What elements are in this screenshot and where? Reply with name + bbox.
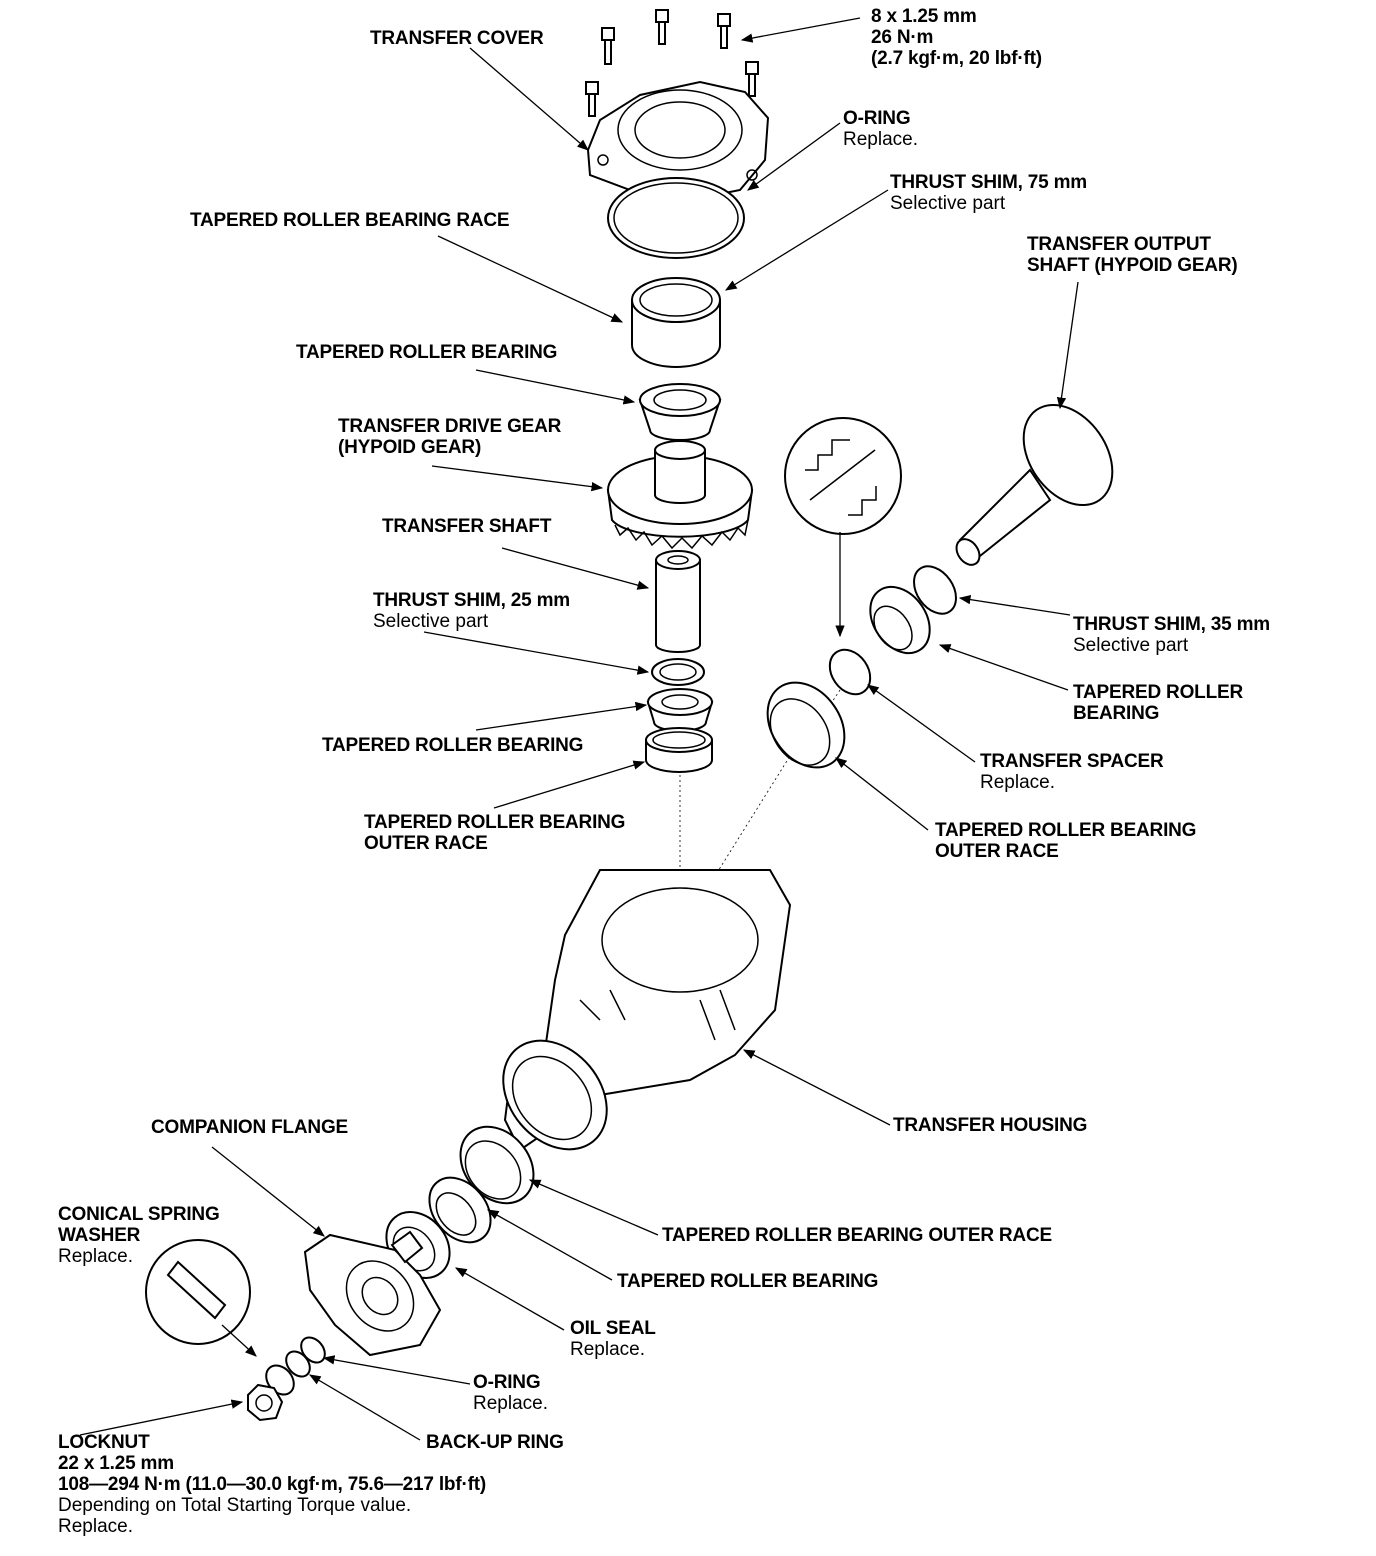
companion-flange-label: COMPANION FLANGE <box>151 1117 348 1138</box>
tapered-roller-bearing-1-label: TAPERED ROLLER BEARING <box>296 342 558 363</box>
tapered-roller-bearing-lower-label: TAPERED ROLLER BEARING <box>617 1271 879 1292</box>
outer-race-lower <box>459 1125 535 1205</box>
leader-lines <box>79 17 1079 1441</box>
transfer-output-shaft <box>955 403 1114 566</box>
transfer-cover <box>586 80 770 202</box>
thrust-shim-25 <box>651 658 705 686</box>
transfer-spacer <box>828 648 872 696</box>
locknut-part <box>247 1383 284 1422</box>
transfer-drive-gear-label: TRANSFER DRIVE GEAR(HYPOID GEAR) <box>338 416 562 458</box>
transfer-shaft-label: TRANSFER SHAFT <box>382 516 552 537</box>
outer-race-right <box>766 681 846 769</box>
transfer-shaft <box>655 550 701 653</box>
back-up-ring <box>285 1350 311 1378</box>
o-ring-top <box>607 177 745 259</box>
back-up-ring-label: BACK-UP RING <box>426 1432 564 1453</box>
transfer-drive-gear <box>606 440 754 550</box>
tapered-bearing-mid <box>646 688 714 732</box>
spacer-detail-circle <box>784 417 902 535</box>
outer-race-left <box>645 727 713 773</box>
bearing-race-top <box>631 277 721 368</box>
outer-race-lower-label: TAPERED ROLLER BEARING OUTER RACE <box>662 1225 1052 1246</box>
transfer-housing-label: TRANSFER HOUSING <box>893 1115 1088 1136</box>
washer-detail-circle <box>145 1239 251 1345</box>
transfer-cover-label: TRANSFER COVER <box>370 28 544 49</box>
tapered-bearing-top <box>638 383 722 441</box>
thrust-shim-35 <box>913 565 957 615</box>
transfer-housing <box>502 869 792 1152</box>
tapered-roller-bearing-2-label: TAPERED ROLLER BEARING <box>322 735 584 756</box>
tapered-roller-bearing-race-label: TAPERED ROLLER BEARING RACE <box>190 210 510 231</box>
companion-flange <box>303 1230 442 1357</box>
